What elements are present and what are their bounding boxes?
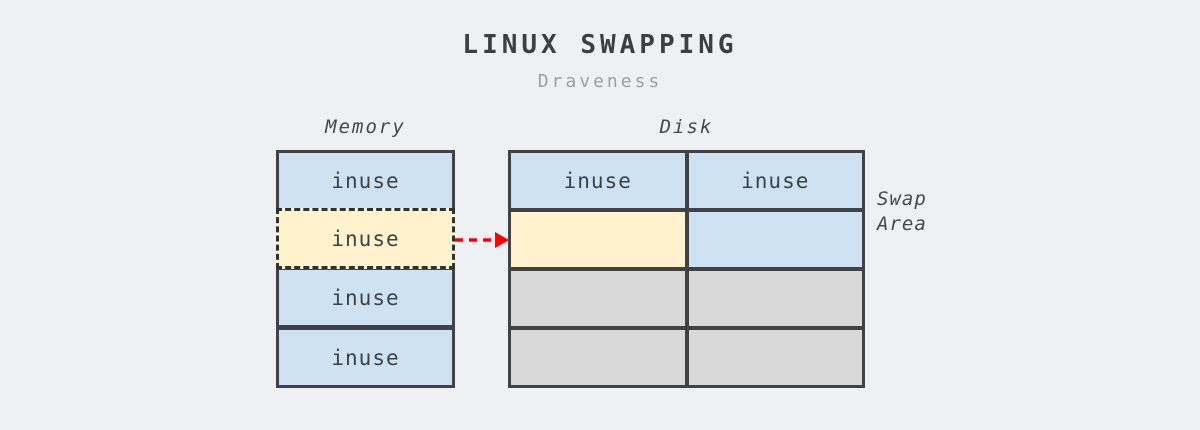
memory-block-label: inuse [331,285,400,310]
memory-block: inuse [276,327,455,388]
memory-block: inuse [276,267,455,328]
memory-block-being-swapped: inuse [276,208,455,269]
disk-grid: inuse inuse [508,150,865,388]
disk-cell [688,212,862,267]
memory-stack: inuse inuse inuse inuse [276,150,455,388]
memory-block-label: inuse [331,345,400,370]
memory-column-label: Memory [325,116,406,138]
disk-cell [511,330,685,385]
memory-block: inuse [276,150,455,211]
swap-arrow-icon [455,232,509,248]
swap-area-label: Swap Area [877,188,927,235]
disk-cell: inuse [511,153,685,208]
disk-cell [688,271,862,326]
disk-cell-swap-target [511,212,685,267]
disk-cell [688,330,862,385]
memory-block-label: inuse [331,168,400,193]
disk-cell: inuse [688,153,862,208]
page-subtitle: Draveness [537,71,663,92]
memory-block-label: inuse [331,226,400,251]
page-title: LINUX SWAPPING [462,30,738,60]
disk-cell [511,271,685,326]
disk-cell-label: inuse [563,168,632,193]
disk-cell-label: inuse [741,168,810,193]
disk-column-label: Disk [659,116,714,138]
